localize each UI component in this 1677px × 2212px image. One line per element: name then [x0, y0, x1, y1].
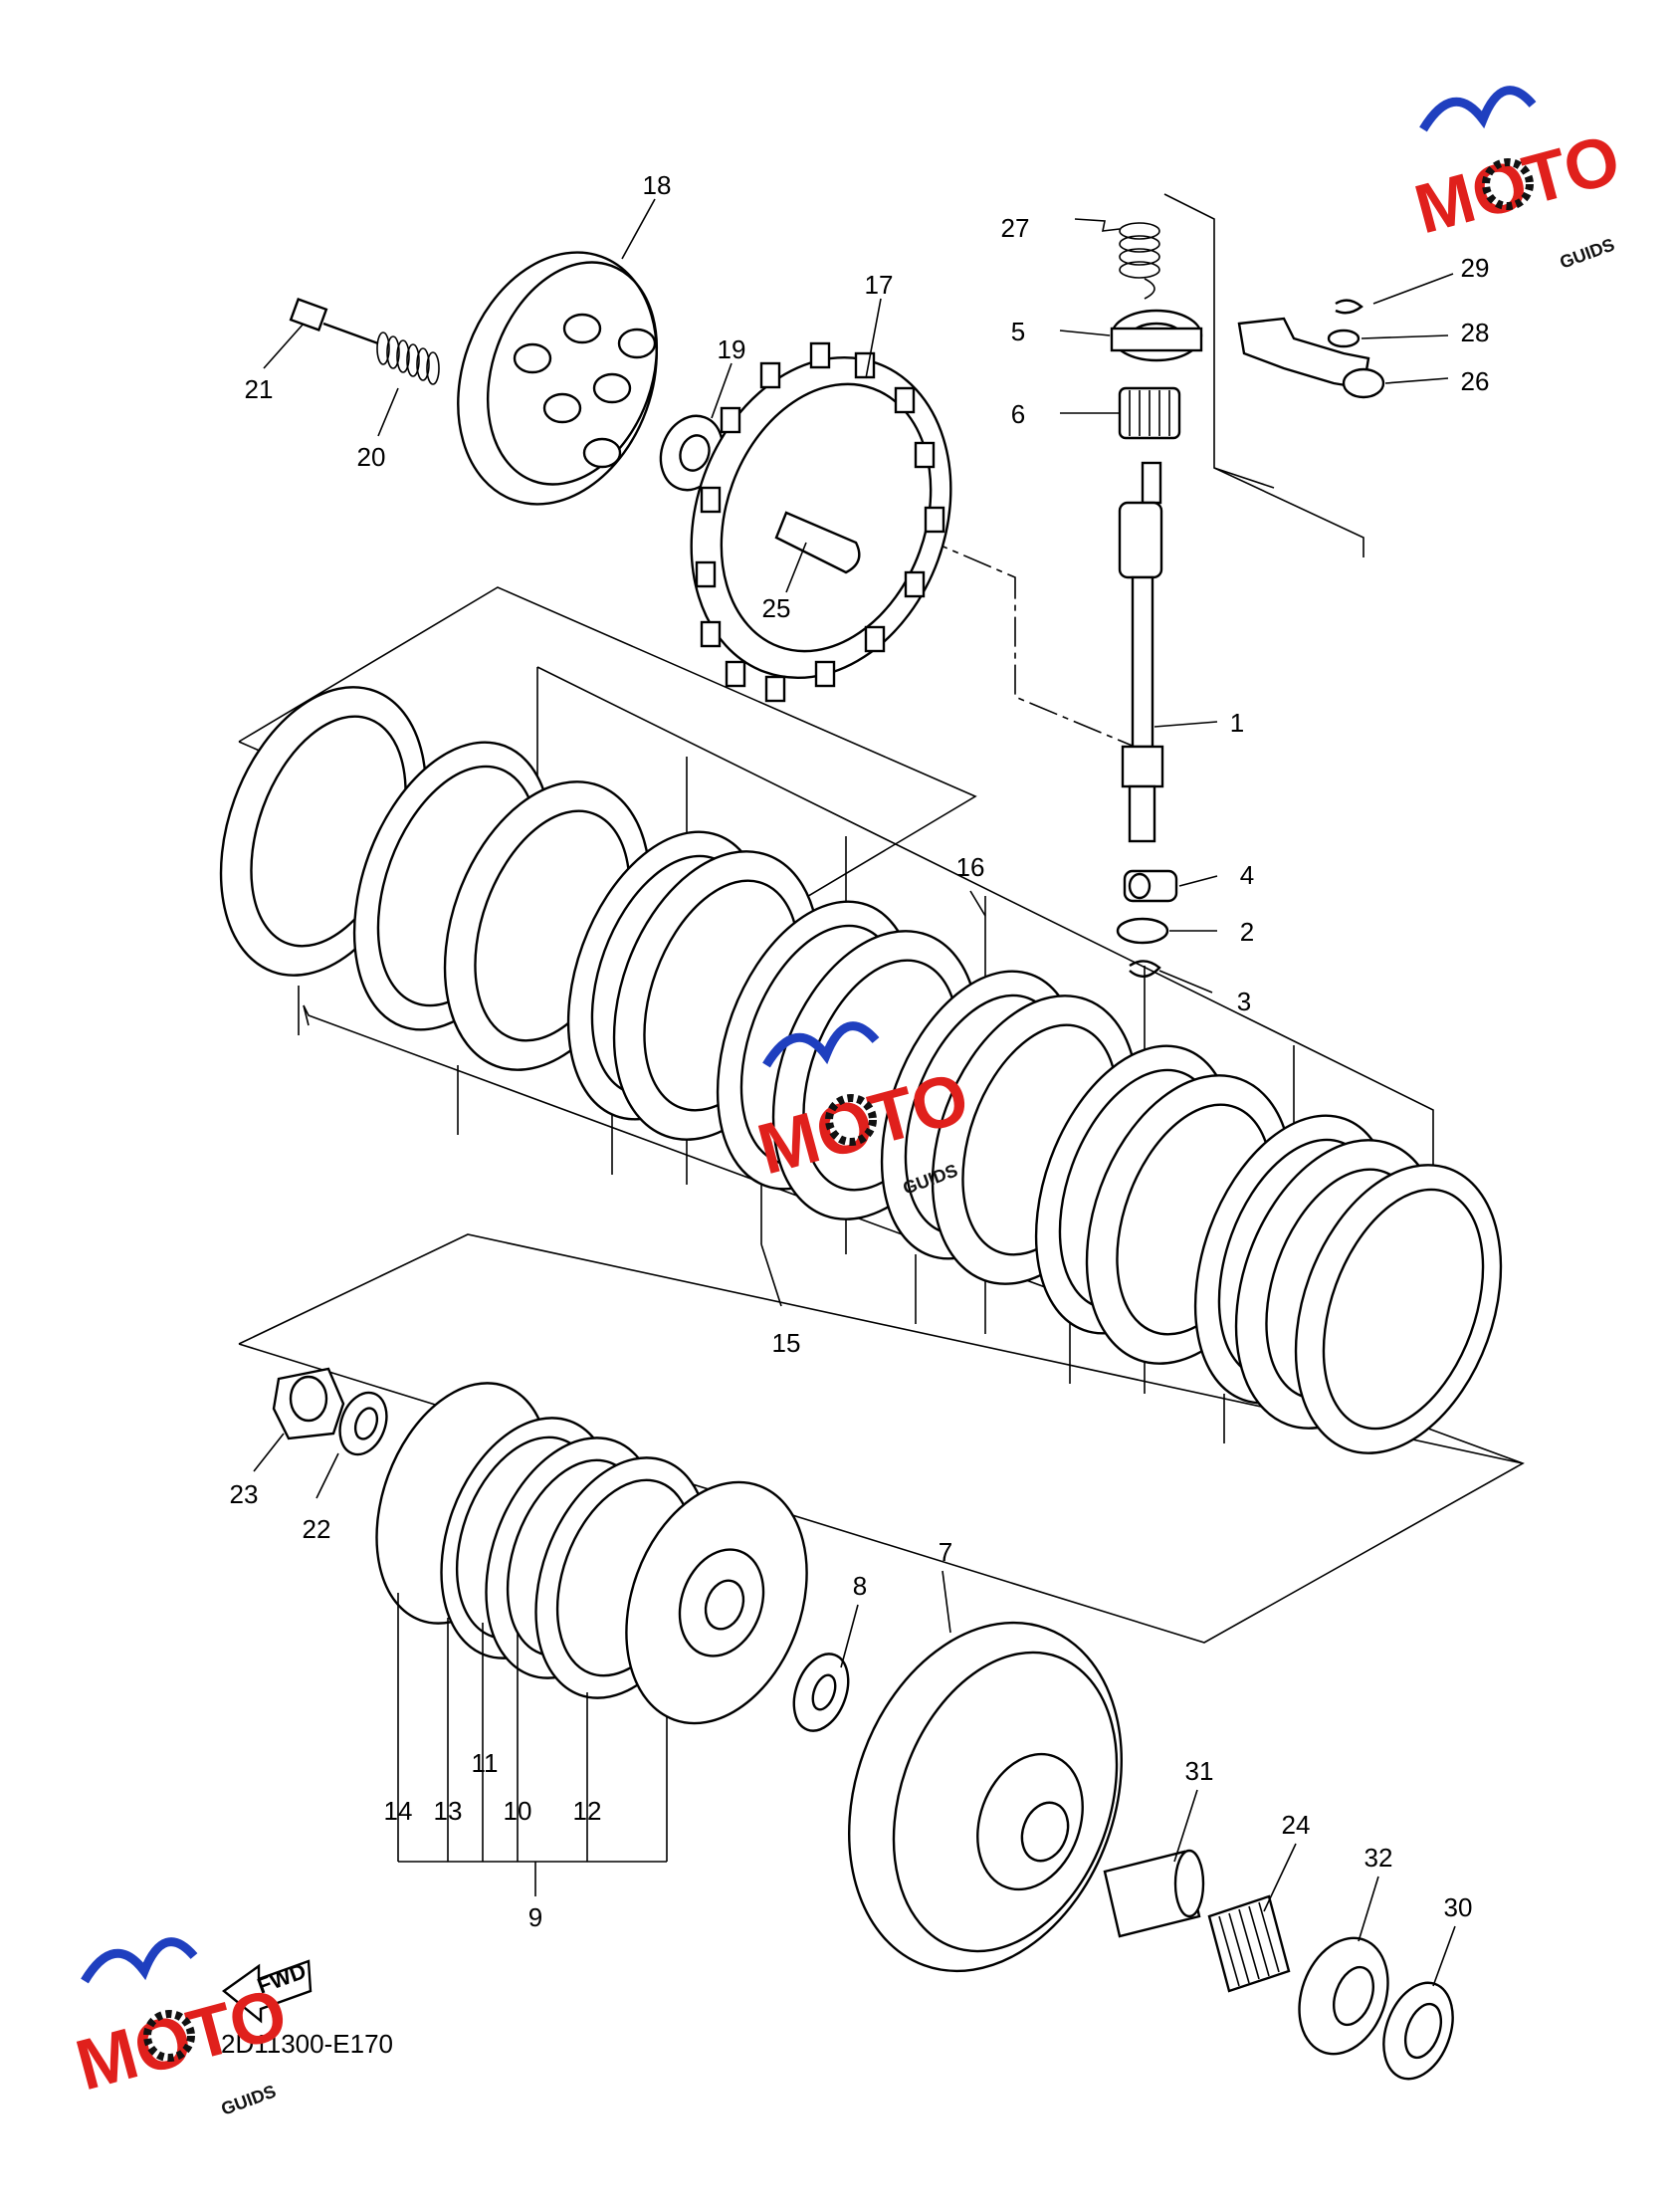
callout-2: 2 [1240, 917, 1254, 947]
callout-13: 13 [434, 1796, 463, 1826]
callout-21: 21 [245, 374, 274, 404]
callout-10: 10 [504, 1796, 532, 1826]
callout-28: 28 [1461, 318, 1490, 347]
push-lever-shaft-1 [1118, 461, 1164, 843]
collar-31 [1103, 1849, 1205, 1938]
logo-sub-bottom: GUIDS [219, 2081, 279, 2118]
plate-stack-items [219, 686, 1503, 1454]
friction-plate-17 [690, 341, 952, 703]
clutch-housing-7 [848, 1621, 1123, 1973]
callout-20: 20 [357, 442, 386, 472]
callout-25: 25 [762, 593, 791, 623]
callout-4: 4 [1240, 860, 1254, 890]
washer-30 [1382, 1981, 1454, 2081]
callout-5: 5 [1011, 317, 1025, 346]
callout-32: 32 [1364, 1843, 1393, 1873]
callout-18: 18 [643, 170, 672, 200]
moto-guids-logo-bottom: MOTO GUIDS [68, 1937, 295, 2119]
plate-stack [219, 686, 1503, 1454]
pressure-plate [457, 251, 659, 506]
oil-seal-5 [1110, 309, 1203, 362]
washer-28 [1327, 329, 1361, 348]
callout-1: 1 [1230, 708, 1244, 738]
bolt-and-spring [289, 297, 440, 385]
gear-32 [1298, 1936, 1389, 2056]
washer-2 [1116, 917, 1169, 945]
thrust-washer-8 [792, 1653, 850, 1732]
callout-6: 6 [1011, 399, 1025, 429]
callout-29: 29 [1461, 253, 1490, 283]
callout-26: 26 [1461, 366, 1490, 396]
circlip-29 [1335, 299, 1363, 315]
callout-23: 23 [230, 1479, 259, 1509]
callout-12: 12 [573, 1796, 602, 1826]
figure-code: 2D11300-E170 [221, 2029, 393, 2059]
push-lever-shaft-assembly [1074, 218, 1385, 978]
callout-7: 7 [939, 1537, 952, 1567]
moto-guids-logo-top: MOTO GUIDS [1407, 86, 1628, 273]
callout-15: 15 [772, 1328, 801, 1358]
callout-14: 14 [384, 1796, 413, 1826]
callout-22: 22 [303, 1514, 331, 1544]
callout-3: 3 [1237, 987, 1251, 1016]
circlip-3 [1129, 960, 1161, 978]
callout-19: 19 [718, 334, 746, 364]
boss-assembly-9 [272, 1367, 850, 1732]
lever-26 [1237, 299, 1385, 399]
logo-sub-top: GUIDS [1558, 234, 1617, 272]
callout-16: 16 [956, 852, 985, 882]
nut-23 [272, 1367, 345, 1440]
callout-8: 8 [853, 1571, 867, 1601]
bearing-6 [1118, 386, 1181, 440]
bearing-4 [1123, 869, 1178, 903]
leader-lines [253, 198, 1456, 1987]
callout-27: 27 [1001, 213, 1030, 243]
logo-brand-top: MOTO [1407, 119, 1628, 248]
callout-31: 31 [1185, 1756, 1214, 1786]
callout-17: 17 [865, 270, 894, 300]
fwd-arrow: FWD [222, 1958, 313, 2024]
callout-30: 30 [1444, 1892, 1473, 1922]
callout-24: 24 [1282, 1810, 1311, 1840]
callout-11: 11 [472, 1748, 499, 1778]
clutch-boss-parts [375, 1382, 808, 1725]
needle-bearing-24 [1207, 1894, 1291, 1993]
washer-22 [338, 1391, 388, 1456]
callout-labels: 18 17 19 21 20 25 27 5 6 29 28 26 1 16 4… [230, 170, 1490, 1932]
callout-9: 9 [528, 1902, 542, 1932]
spring-27 [1074, 218, 1160, 300]
